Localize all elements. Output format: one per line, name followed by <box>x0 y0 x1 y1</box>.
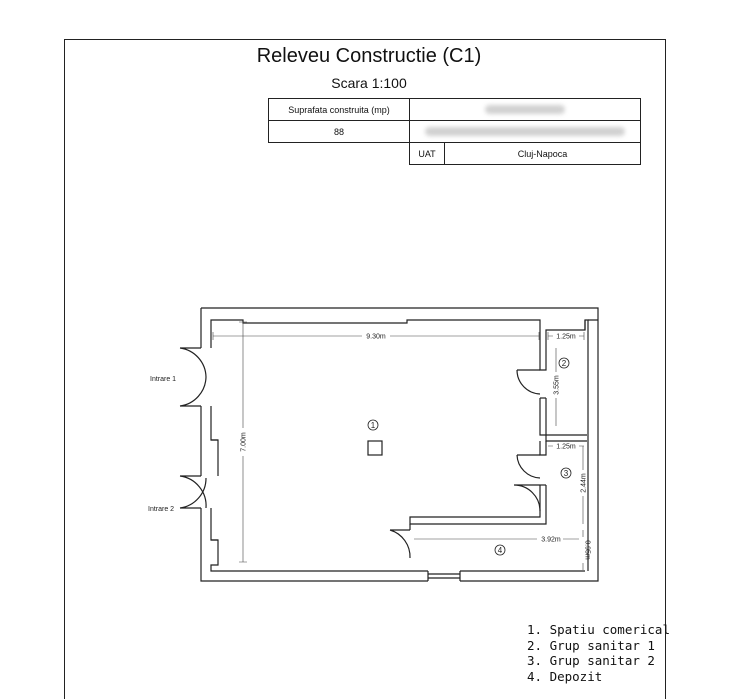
room-marker-3: 3 <box>564 469 569 478</box>
dim-room4-width: 3.92m <box>541 537 561 544</box>
dim-room2-height: 3.55m <box>554 375 561 395</box>
legend-item: 3. Grup sanitar 2 <box>527 653 655 668</box>
dimension-lines <box>212 321 585 570</box>
dim-main-width: 9.30m <box>366 334 386 341</box>
drawing-scale: Scara 1:100 <box>331 75 407 91</box>
area-value-cell: 88 <box>268 120 410 143</box>
dim-main-height: 7.00m <box>241 432 248 452</box>
redacted-text <box>485 105 565 114</box>
room-marker-2: 2 <box>562 359 567 368</box>
door-swings <box>179 347 541 559</box>
legend: 1. Spatiu comerical 2. Grup sanitar 1 3.… <box>527 622 670 684</box>
legend-item: 4. Depozit <box>527 668 603 684</box>
interior-partitions <box>409 319 598 571</box>
drawing-sheet-frame <box>64 39 666 699</box>
entrance-label-1: Intrare 1 <box>150 376 176 383</box>
drawing-title: Releveu Constructie (C1) <box>256 45 482 67</box>
dim-room2-width: 1.25m <box>556 334 576 341</box>
uat-value-cell: Cluj-Napoca <box>444 142 641 165</box>
dim-room3-width: 1.25m <box>556 444 576 451</box>
entrance-label-2: Intrare 2 <box>148 506 174 513</box>
outer-walls <box>200 307 599 582</box>
legend-item: 2. Grup sanitar 1 <box>527 637 655 653</box>
structural-column <box>367 440 383 456</box>
dim-room3-height: 2.44m <box>581 473 588 493</box>
redacted-text <box>425 127 625 136</box>
dim-room4-depth: 0.95m <box>584 540 591 560</box>
legend-item: 1. Spatiu comerical <box>527 622 670 637</box>
room-marker-4: 4 <box>498 546 503 555</box>
info-table: Suprafata construita (mp) 88 UAT Cluj-Na… <box>268 98 641 165</box>
room-marker-1: 1 <box>371 421 376 430</box>
